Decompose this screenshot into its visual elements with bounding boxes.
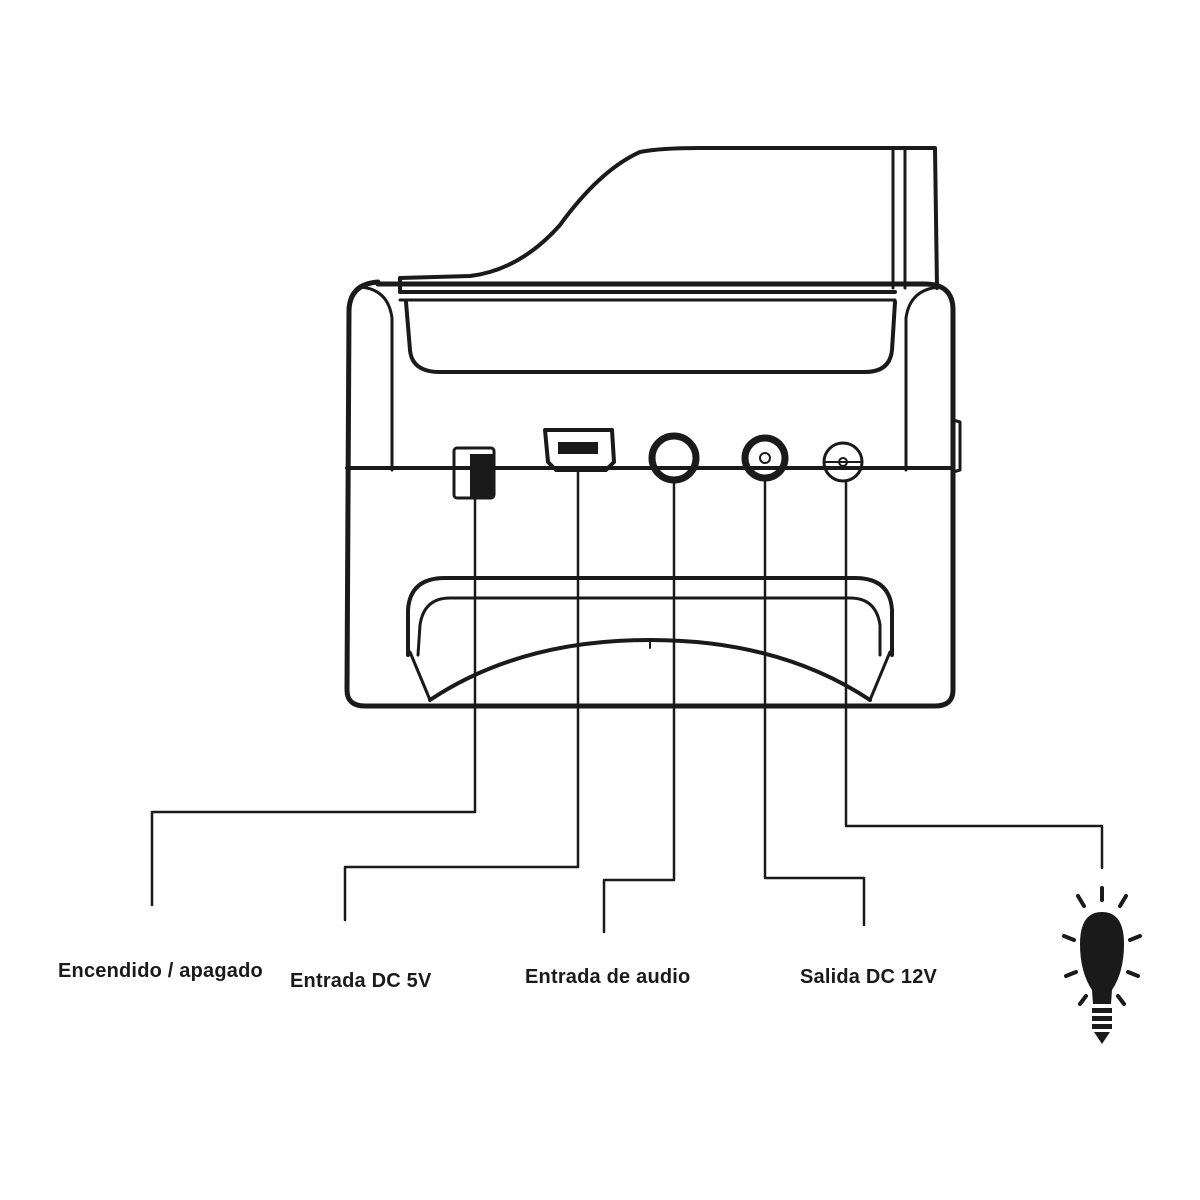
label-dc-out: Salida DC 12V	[800, 966, 938, 988]
light-port[interactable]	[822, 441, 864, 483]
device-top-housing	[398, 146, 939, 292]
device-foot	[406, 576, 894, 702]
dc-out-port[interactable]	[741, 434, 789, 482]
label-power-switch: Encendido / apagado	[58, 960, 263, 982]
light-bulb-icon	[1062, 886, 1142, 1044]
label-dc-in: Entrada DC 5V	[290, 970, 432, 992]
power-switch[interactable]	[452, 446, 496, 500]
leader-lines	[150, 468, 1104, 934]
label-audio-in: Entrada de audio	[525, 966, 691, 988]
usb-port[interactable]	[543, 428, 616, 472]
audio-port[interactable]	[648, 432, 700, 484]
device-body	[344, 279, 962, 709]
